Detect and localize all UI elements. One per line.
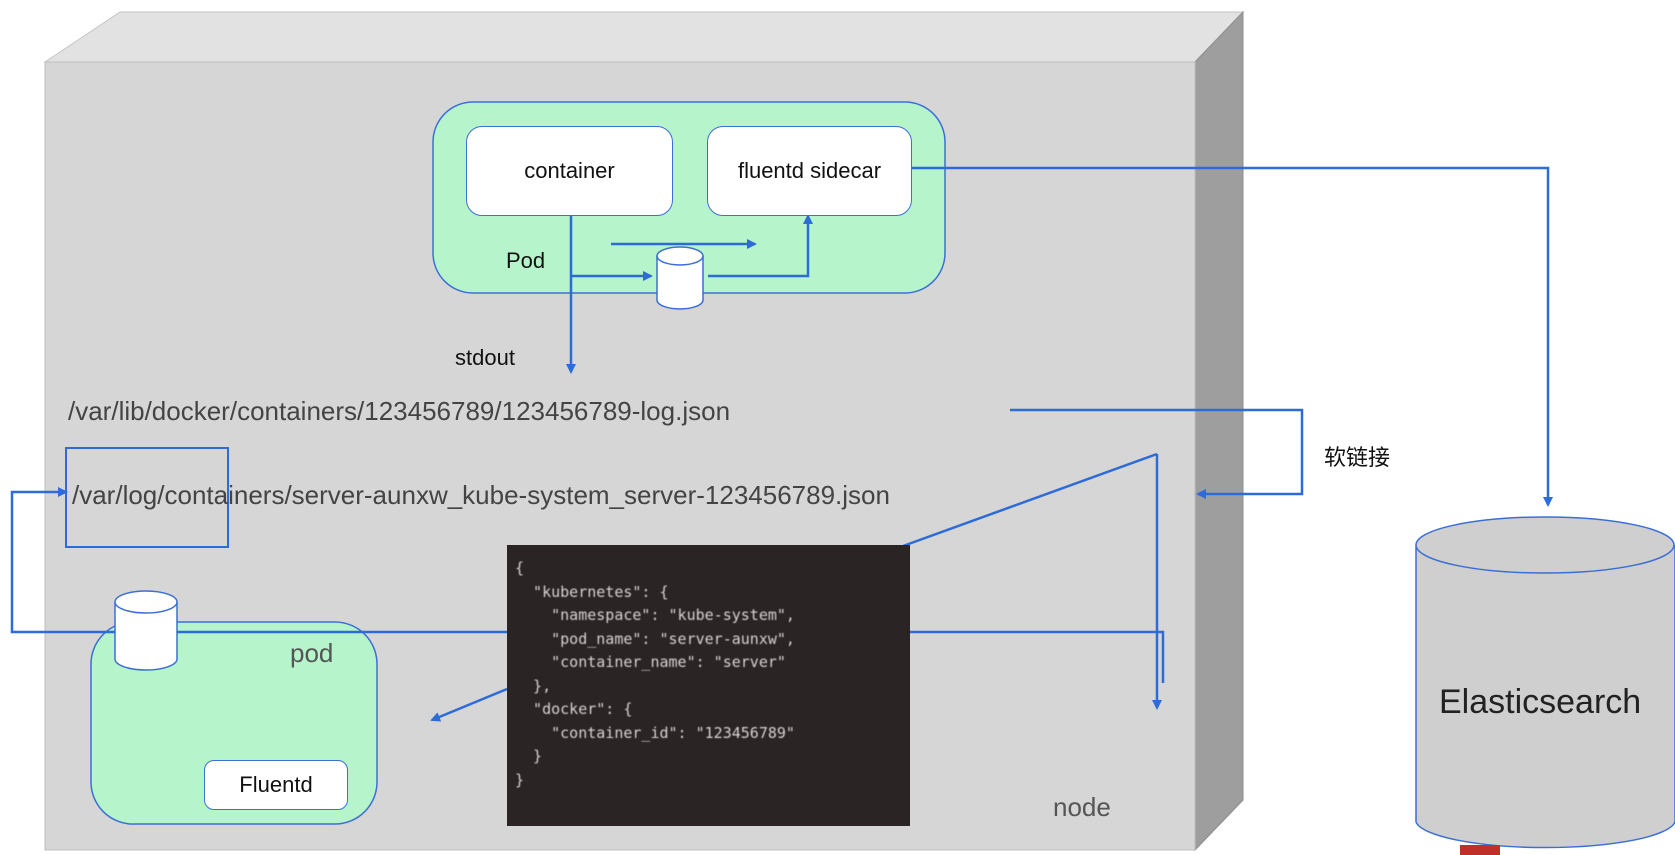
- var-log-path: /var/log/containers/server-aunxw_kube-sy…: [72, 480, 890, 510]
- container-box: container: [466, 126, 673, 216]
- fluentd-collect-line: [910, 630, 1165, 683]
- container-label: container: [524, 158, 615, 183]
- fluentd-loop-line: [10, 487, 507, 634]
- json-line: },: [515, 676, 552, 695]
- json-line: }: [515, 747, 543, 765]
- fluentd-sidecar-label: fluentd sidecar: [737, 158, 882, 183]
- sidecar-to-elasticsearch-arrow: [912, 166, 1553, 507]
- json-line: "namespace": "kube-system",: [515, 606, 795, 624]
- var-log-highlight: [65, 447, 229, 548]
- fluentd-label: Fluentd: [239, 772, 313, 797]
- json-line: "kubernetes": {: [515, 582, 669, 601]
- symlink-label: 软链接: [1324, 445, 1391, 470]
- fluentd-sidecar-box: fluentd sidecar: [707, 126, 912, 216]
- docker-log-path: /var/lib/docker/containers/123456789/123…: [68, 396, 731, 426]
- file-to-json-line: [902, 452, 1158, 548]
- symlink-arrow: [1010, 408, 1304, 499]
- node-side-face: [1194, 10, 1244, 852]
- pod-bottom-label: pod: [290, 638, 334, 668]
- json-line: "pod_name": "server-aunxw",: [515, 629, 795, 648]
- json-line: "container_name": "server": [515, 653, 786, 671]
- volume-cylinder-bottom: [114, 590, 178, 671]
- stdout-label: stdout: [455, 345, 515, 370]
- json-line: "container_id": "123456789": [515, 723, 795, 742]
- node-label: node: [1053, 792, 1111, 822]
- elasticsearch-cylinder: [1415, 516, 1675, 855]
- json-line: {: [515, 559, 525, 577]
- pod-top-label: Pod: [506, 248, 546, 273]
- elasticsearch-label: Elasticsearch: [1439, 683, 1642, 721]
- volume-cylinder-top: [656, 246, 704, 310]
- json-snippet: { "kubernetes": { "namespace": "kube-sys…: [507, 545, 910, 826]
- fluentd-box: Fluentd: [204, 760, 348, 810]
- json-to-fluentd-arrow: [430, 687, 508, 722]
- node-top-face: [43, 11, 1245, 63]
- volume-to-sidecar-arrow: [708, 214, 813, 278]
- json-line: "docker": {: [515, 700, 633, 718]
- json-line: }: [515, 770, 525, 789]
